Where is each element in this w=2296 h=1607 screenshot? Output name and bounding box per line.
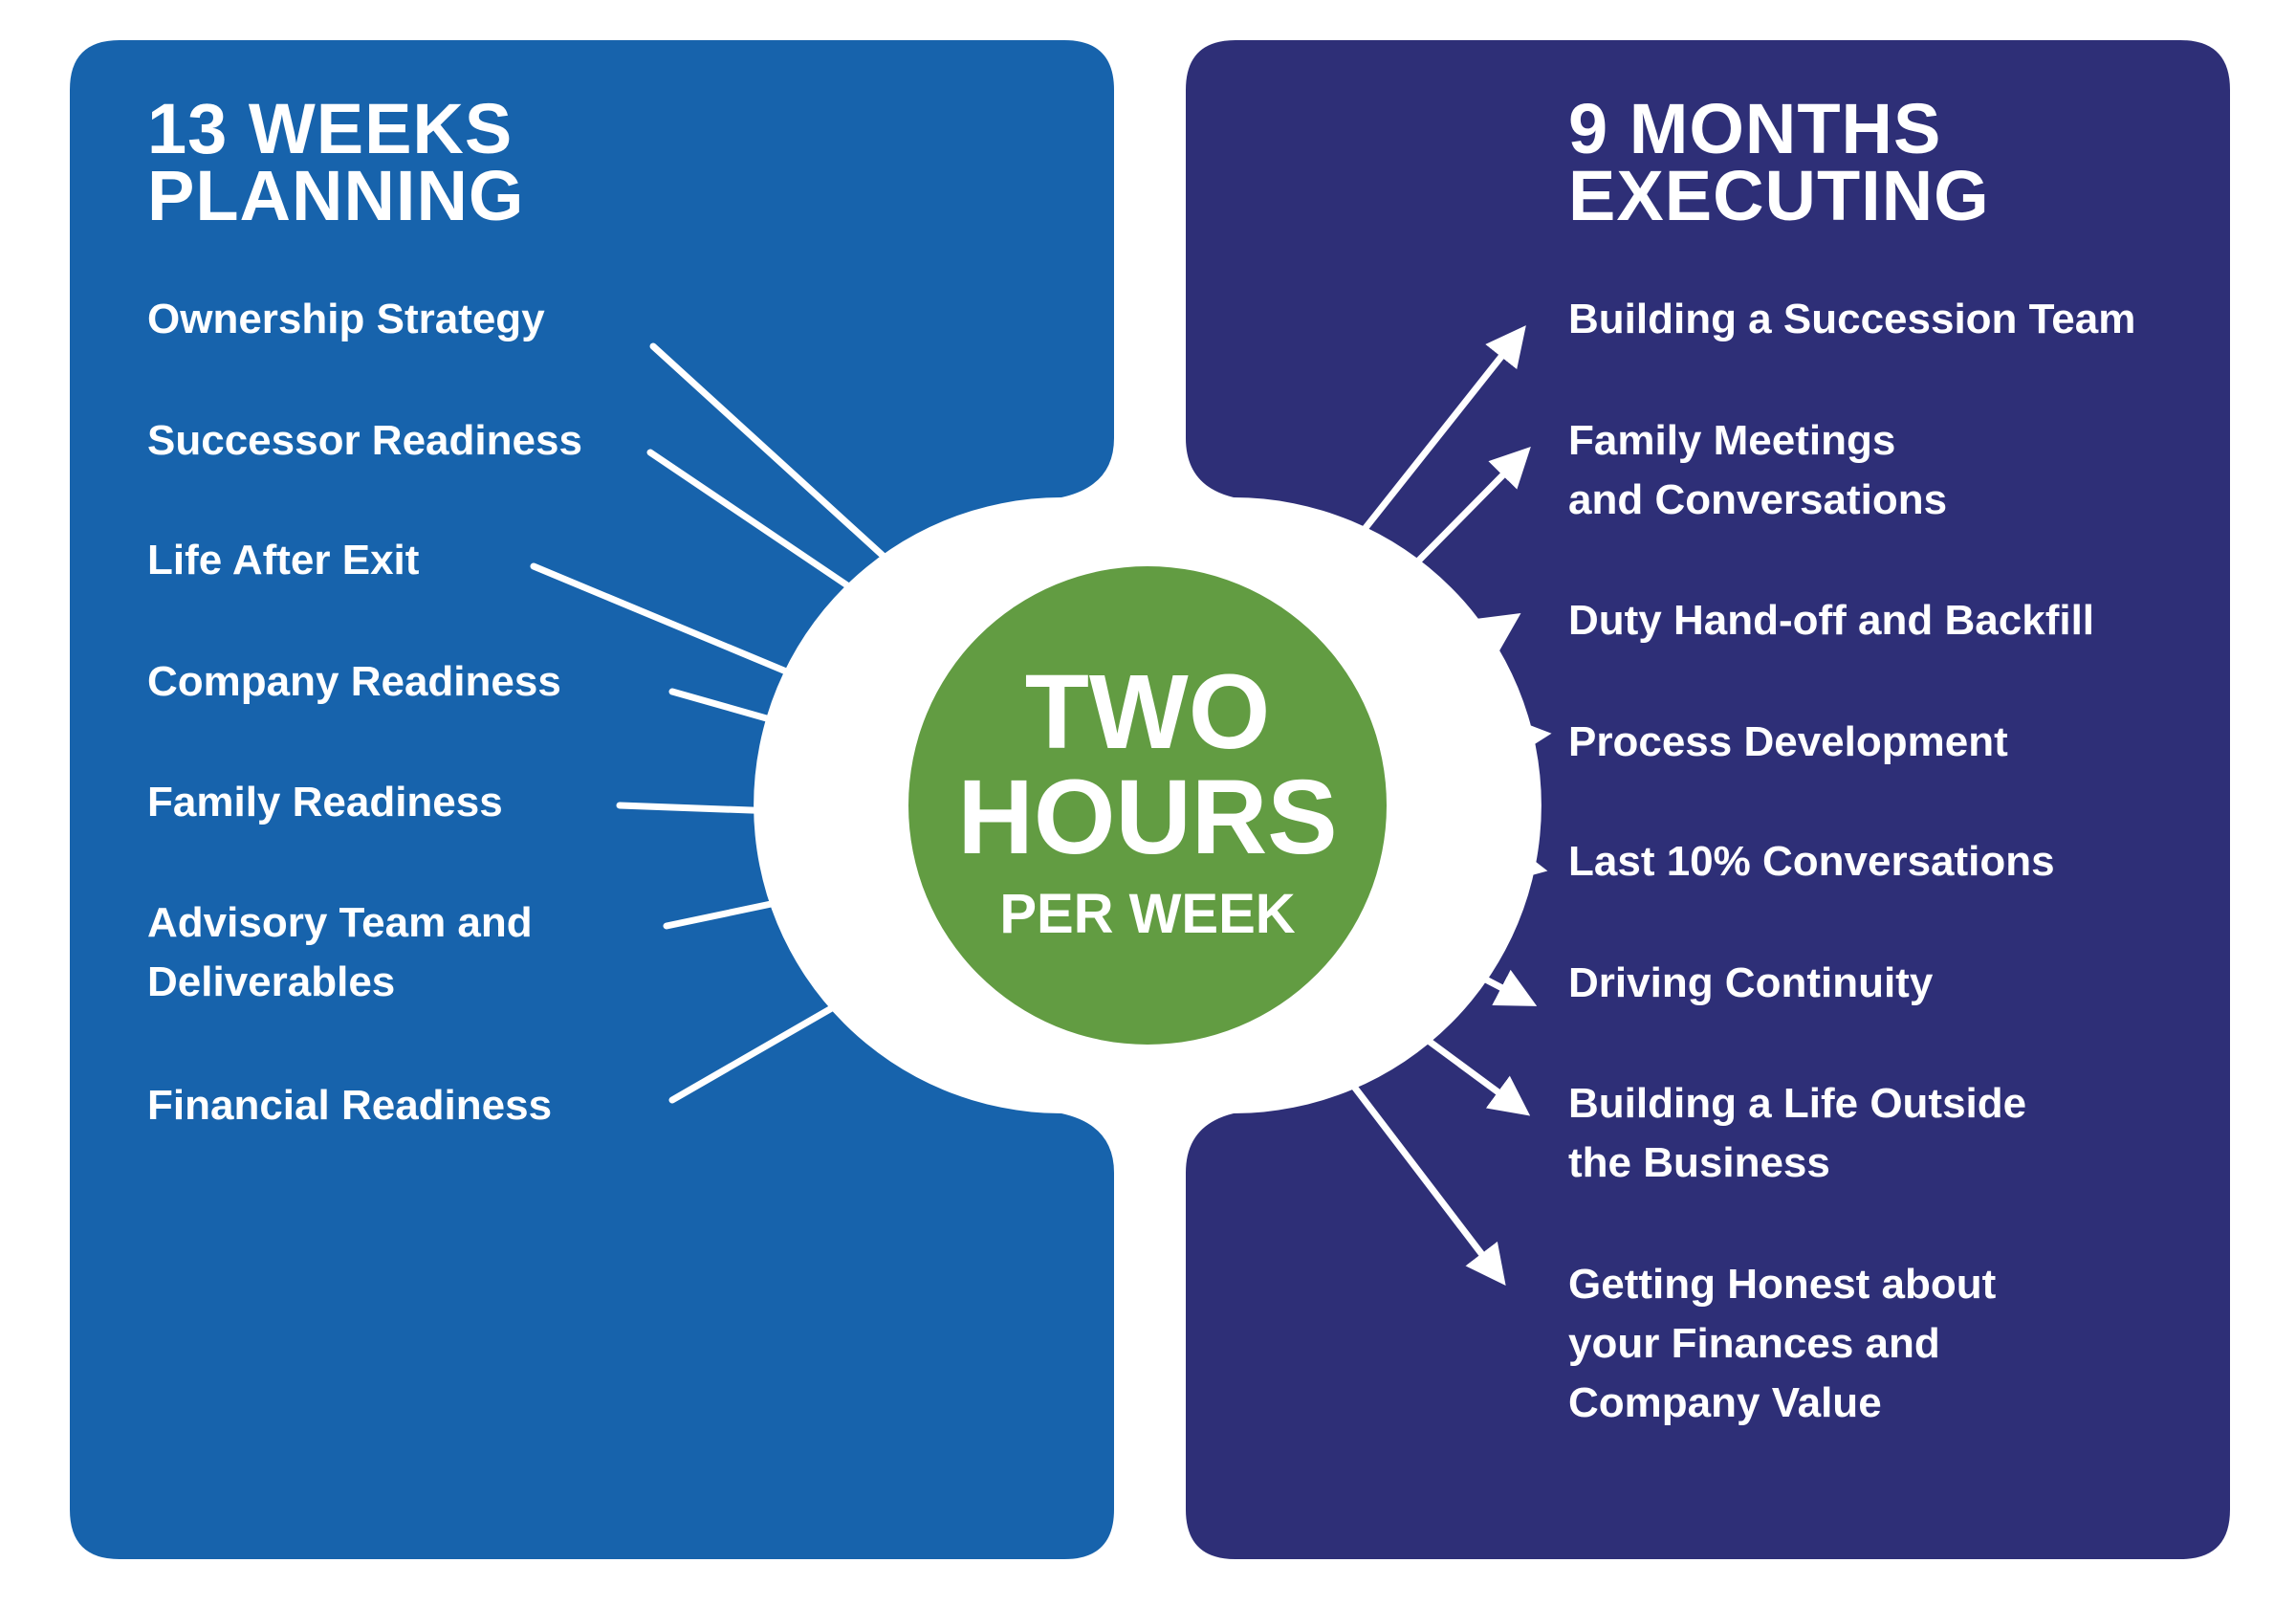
left-item-ownership-strategy: Ownership Strategy (147, 296, 545, 342)
right-item-honest-finances: Getting Honest about your Finances and C… (1568, 1261, 1997, 1426)
right-item-process-development: Process Development (1568, 718, 2008, 765)
arrow-5 (1462, 843, 1548, 883)
arrow-1 (1347, 325, 1526, 550)
left-title-line1: 13 WEEKS (147, 89, 514, 168)
right-item-duty-handoff: Duty Hand-off and Backfill (1568, 597, 2095, 644)
center-line-two: TWO (1024, 653, 1271, 771)
arrow-7 (1387, 1009, 1531, 1116)
connector-line-6 (663, 886, 843, 930)
right-title: 9 MONTHS EXECUTING (1568, 89, 1990, 235)
right-item-family-meetings: Family Meetings and Conversations (1568, 417, 1948, 523)
right-item-driving-continuity: Driving Continuity (1568, 959, 1934, 1006)
left-item-financial-readiness: Financial Readiness (147, 1082, 553, 1129)
right-arrows (1336, 325, 1552, 1287)
right-item-last-10-conversations: Last 10% Conversations (1568, 838, 2055, 885)
center-line-hours: HOURS (957, 759, 1338, 876)
left-title: 13 WEEKS PLANNING (147, 89, 525, 235)
left-item-life-after-exit: Life After Exit (147, 537, 420, 583)
arrow-2 (1389, 447, 1531, 591)
left-item-company-readiness: Company Readiness (147, 658, 561, 705)
connector-line-4 (668, 688, 838, 741)
right-title-line1: 9 MONTHS (1568, 89, 1942, 168)
arrow-4 (1462, 717, 1552, 758)
left-item-family-readiness: Family Readiness (147, 779, 503, 826)
right-item-succession-team: Building a Succession Team (1568, 296, 2136, 342)
arrow-6 (1431, 948, 1538, 1006)
connector-line-3 (530, 562, 852, 701)
arrow-3 (1437, 613, 1521, 671)
left-item-successor-readiness: Successor Readiness (147, 417, 582, 464)
connector-line-1 (649, 342, 915, 585)
connector-line-2 (646, 449, 895, 619)
right-title-line2: EXECUTING (1568, 156, 1990, 235)
two-hours-circle (908, 566, 1387, 1045)
left-item-advisory-team: Advisory Team and Deliverables (147, 899, 533, 1005)
left-title-line2: PLANNING (147, 156, 525, 235)
left-connector-lines (530, 342, 915, 1104)
connector-line-7 (668, 977, 884, 1104)
right-item-life-outside-business: Building a Life Outside the Business (1568, 1080, 2027, 1186)
arrow-8 (1336, 1064, 1506, 1287)
connector-line-5 (616, 802, 832, 817)
center-line-per-week: PER WEEK (999, 883, 1296, 945)
left-panel (70, 40, 1114, 1559)
